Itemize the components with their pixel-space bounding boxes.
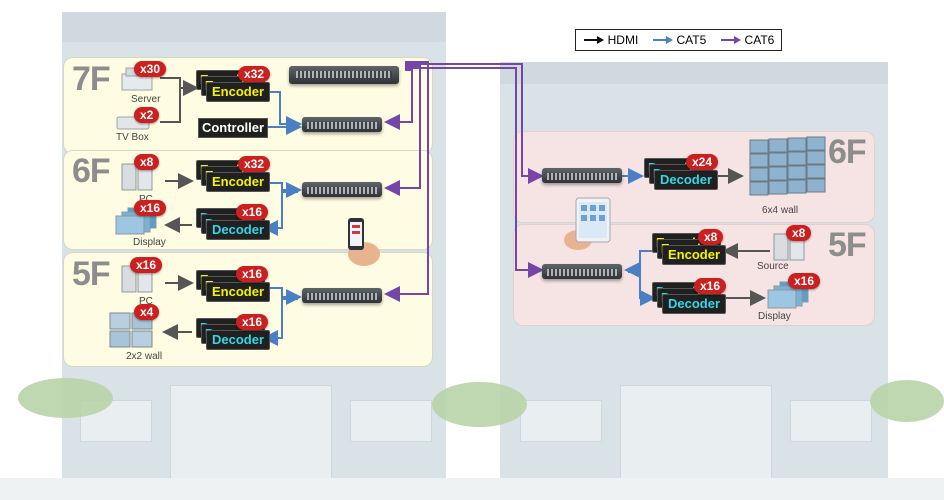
right-floor-label-6f: 6F (828, 133, 867, 171)
legend-hdmi-label: HDMI (607, 33, 639, 47)
cat5-encoder5-to-switch (262, 287, 302, 305)
floor-label-6f: 6F (72, 152, 111, 190)
wall-5f-caption: 2x2 wall (126, 351, 163, 362)
wall-right-6f-caption: 6x4 wall (762, 205, 799, 216)
pc-5f-count-badge: x16 (130, 257, 163, 273)
cat6-core-to-switch7 (384, 69, 413, 130)
decoder-front: Decoder (654, 170, 718, 190)
server-count-badge: x30 (134, 61, 167, 77)
smartphone-hand-icon (348, 218, 380, 266)
legend-hdmi: HDMI (583, 33, 639, 47)
cat6-core-to-right5 (405, 67, 544, 278)
source-caption: Source (757, 261, 789, 272)
floor-label-7f: 7F (72, 60, 111, 98)
encoder-right-5f-count-badge: x8 (698, 229, 724, 245)
switch-6f (302, 182, 382, 197)
pc-6f-caption: PC (139, 194, 153, 205)
pc-6f-count-badge: x8 (134, 154, 160, 170)
cat6-arrow-icon (720, 36, 741, 44)
display-6f-count-badge: x16 (134, 200, 167, 216)
encoder-7f-count-badge: x32 (238, 66, 271, 82)
tree-left (18, 378, 113, 418)
hdmi-server-to-encoder (160, 77, 199, 96)
floor-label-5f: 5F (72, 255, 111, 293)
cat6-core-to-switch6 (384, 65, 421, 196)
cat6-core-to-switch5 (384, 61, 429, 302)
tablet-hand-icon (564, 197, 611, 250)
left-building-top-band (62, 12, 446, 42)
switch-right-5f (542, 264, 622, 279)
encoder-front: Encoder (206, 172, 270, 192)
right-floor-label-5f: 5F (828, 226, 867, 264)
display-icon (767, 281, 809, 309)
tree-middle (432, 382, 527, 427)
legend: HDMI CAT5 CAT6 (575, 29, 782, 51)
legend-cat5: CAT5 (652, 33, 707, 47)
switch-right-6f (542, 168, 622, 183)
encoder-front: Encoder (206, 282, 270, 302)
display-6f-caption: Display (133, 237, 166, 248)
hdmi-tvbox-to-encoder (160, 88, 181, 123)
legend-cat5-label: CAT5 (676, 33, 707, 47)
right-entrance (620, 385, 772, 482)
cat5-encoder6-to-switch (262, 182, 302, 198)
source-count-badge: x8 (786, 225, 812, 241)
display-right-5f-caption: Display (758, 311, 791, 322)
cat6-core-to-right6 (405, 63, 544, 184)
switch-7f (302, 117, 382, 132)
decoder-front: Decoder (206, 220, 270, 240)
encoder-front: Encoder (662, 245, 726, 265)
video-wall-6x4-icon (749, 136, 826, 196)
display-right-5f-count-badge: x16 (788, 273, 821, 289)
cat5-arrow-icon (652, 36, 673, 44)
right-window-a (520, 400, 602, 442)
legend-cat6-label: CAT6 (744, 33, 775, 47)
controller-box: Controller (198, 118, 268, 138)
decoder-front: Decoder (206, 330, 270, 350)
hdmi-arrow-icon (583, 36, 604, 44)
legend-cat6: CAT6 (720, 33, 775, 47)
right-building-top-band (500, 62, 888, 84)
left-entrance (170, 385, 332, 482)
tv-box-caption: TV Box (116, 132, 149, 143)
cat5-switch6-to-decoder (262, 191, 298, 236)
decoder-5f-count-badge: x16 (236, 314, 269, 330)
cat5-switch-r5-to-decoder (628, 271, 656, 306)
server-caption: Server (131, 94, 161, 105)
encoder-front: Encoder (206, 82, 270, 102)
switch-5f (302, 288, 382, 303)
cat5-encoder-r5-to-switch (624, 250, 652, 278)
right-window-b (790, 400, 872, 442)
tree-right (870, 380, 944, 422)
decoder-right-5f-count-badge: x16 (694, 278, 727, 294)
wall-5f-count-badge: x4 (134, 304, 160, 320)
pc-5f-caption: PC (139, 296, 153, 307)
decoder-front: Decoder (662, 294, 726, 314)
left-window-b (350, 400, 432, 442)
decoder-right-6f-count-badge: x24 (686, 154, 719, 170)
encoder-6f-count-badge: x32 (238, 156, 271, 172)
tv-box-count-badge: x2 (134, 107, 160, 123)
pc-icon (121, 163, 153, 191)
cat5-switch5-to-decoder (262, 298, 298, 346)
encoder-5f-count-badge: x16 (236, 266, 269, 282)
core-network-switch (289, 66, 399, 84)
decoder-6f-count-badge: x16 (236, 204, 269, 220)
ground (0, 478, 944, 500)
